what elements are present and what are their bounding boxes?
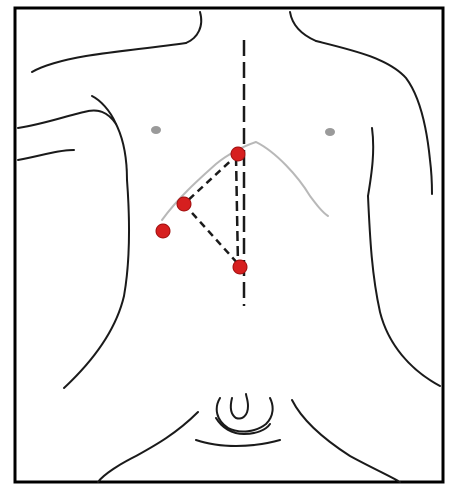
torso-right-side-outline	[368, 196, 440, 386]
neck-left-outline	[186, 12, 201, 43]
hip-left-outline	[98, 412, 198, 482]
connection-xiphoid-to-lower	[236, 156, 238, 266]
shoulder-left-outline	[32, 43, 186, 72]
arm-lower-outline	[18, 150, 74, 160]
marker-costal-margin-point	[177, 197, 191, 211]
torso-right-upper-outline	[368, 128, 373, 196]
marker-lateral-point	[156, 224, 170, 238]
nipple-right	[325, 128, 335, 136]
marker-xiphoid-point	[231, 147, 245, 161]
hip-right-outline	[292, 400, 400, 482]
navel-outline	[231, 394, 248, 419]
nipple-left	[151, 126, 161, 134]
neck-right-outline	[290, 12, 316, 41]
connection-xiphoid-to-costal	[184, 154, 238, 204]
marker-midline-lower-point	[233, 260, 247, 274]
frame-border	[15, 8, 443, 482]
shoulder-right-outline	[316, 41, 432, 194]
arm-upper-outline	[18, 111, 116, 129]
torso-left-side-outline	[64, 180, 129, 388]
torso-left-upper-outline	[116, 124, 127, 180]
connection-costal-to-lower	[184, 204, 240, 266]
groin-line	[196, 440, 280, 446]
